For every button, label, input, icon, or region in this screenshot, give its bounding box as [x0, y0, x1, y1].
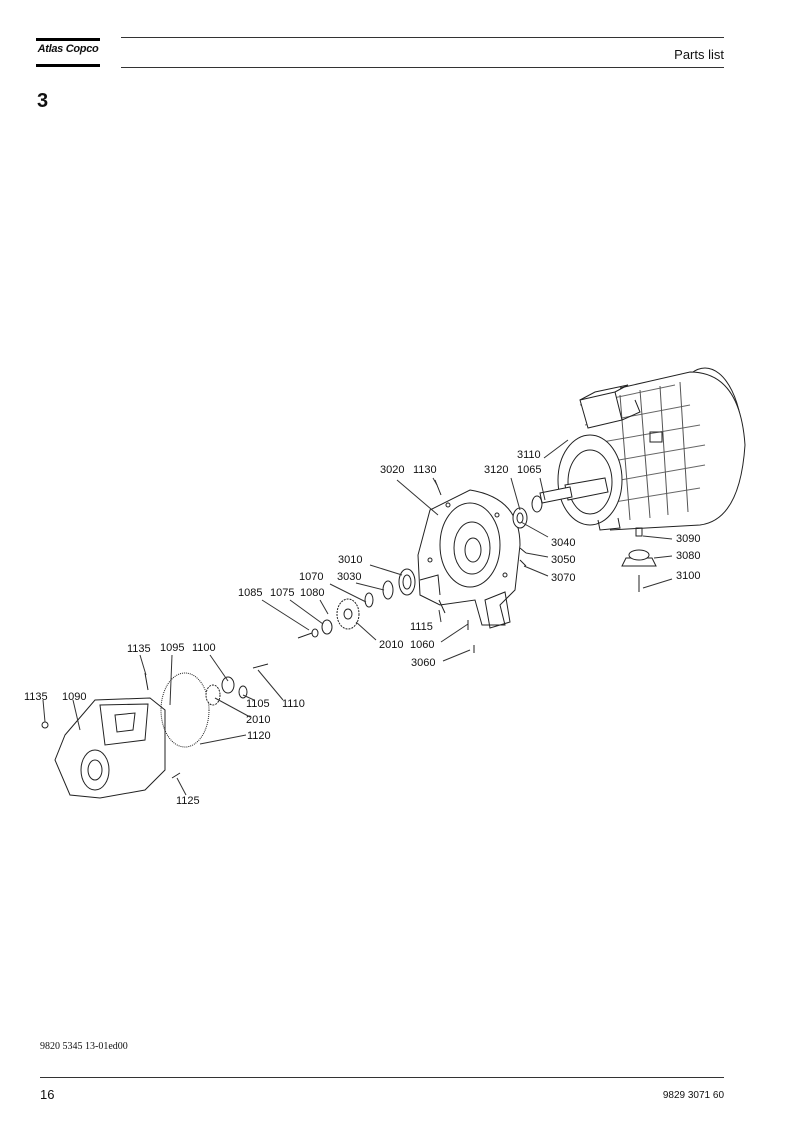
callout-3050: 3050 — [551, 554, 575, 566]
callout-1135-left: 1135 — [24, 691, 48, 703]
callout-1105: 1105 — [246, 698, 270, 710]
electric-motor-drawing — [539, 367, 746, 531]
callout-1125: 1125 — [176, 795, 200, 807]
document-number: 9829 3071 60 — [662, 1090, 724, 1101]
callout-1090: 1090 — [62, 691, 86, 703]
callout-1080: 1080 — [300, 587, 324, 599]
callout-1065: 1065 — [517, 464, 541, 476]
callout-3090: 3090 — [676, 533, 700, 545]
callout-3120: 3120 — [484, 464, 508, 476]
callout-1115: 1115 — [410, 621, 433, 633]
callout-3020: 3020 — [380, 464, 404, 476]
callout-3100: 3100 — [676, 570, 700, 582]
callout-2010-left: 2010 — [246, 714, 270, 726]
callout-1110: 1110 — [282, 698, 305, 710]
callout-3080: 3080 — [676, 550, 700, 562]
atlas-copco-logo: Atlas Copco — [36, 38, 100, 68]
compressor-element-drawing — [41, 663, 269, 799]
drawing-reference-code: 9820 5345 13-01ed00 — [40, 1041, 128, 1052]
callout-3030: 3030 — [337, 571, 361, 583]
adapter-housing-drawing — [417, 489, 521, 629]
page-title: Parts list — [674, 47, 724, 62]
hardware-parts — [297, 479, 657, 653]
header-top-rule — [121, 37, 724, 38]
callout-1095: 1095 — [160, 642, 184, 654]
callout-1135-top: 1135 — [127, 643, 151, 655]
callout-1120: 1120 — [247, 730, 271, 742]
callout-1070: 1070 — [299, 571, 323, 583]
leader-lines — [42, 439, 673, 796]
callout-1085: 1085 — [238, 587, 262, 599]
callout-numbers: 3020 1130 3110 3120 1065 3040 3050 3070 … — [24, 449, 700, 807]
callout-1060: 1060 — [410, 639, 434, 651]
callout-3040: 3040 — [551, 537, 575, 549]
logo-bottom-bar — [36, 64, 100, 67]
callout-1075: 1075 — [270, 587, 294, 599]
logo-top-bar — [36, 38, 100, 41]
section-number: 3 — [37, 90, 49, 112]
callout-3010: 3010 — [338, 554, 362, 566]
logo-text: Atlas Copco — [37, 43, 99, 55]
callout-1100: 1100 — [192, 642, 216, 654]
callout-3060: 3060 — [411, 657, 435, 669]
footer-rule — [40, 1077, 724, 1078]
callout-3110: 3110 — [517, 449, 541, 461]
header-bottom-rule — [121, 67, 724, 68]
page-number: 16 — [40, 1087, 55, 1102]
callout-3070: 3070 — [551, 572, 575, 584]
callout-2010-center: 2010 — [379, 639, 403, 651]
callout-1130: 1130 — [413, 464, 437, 476]
